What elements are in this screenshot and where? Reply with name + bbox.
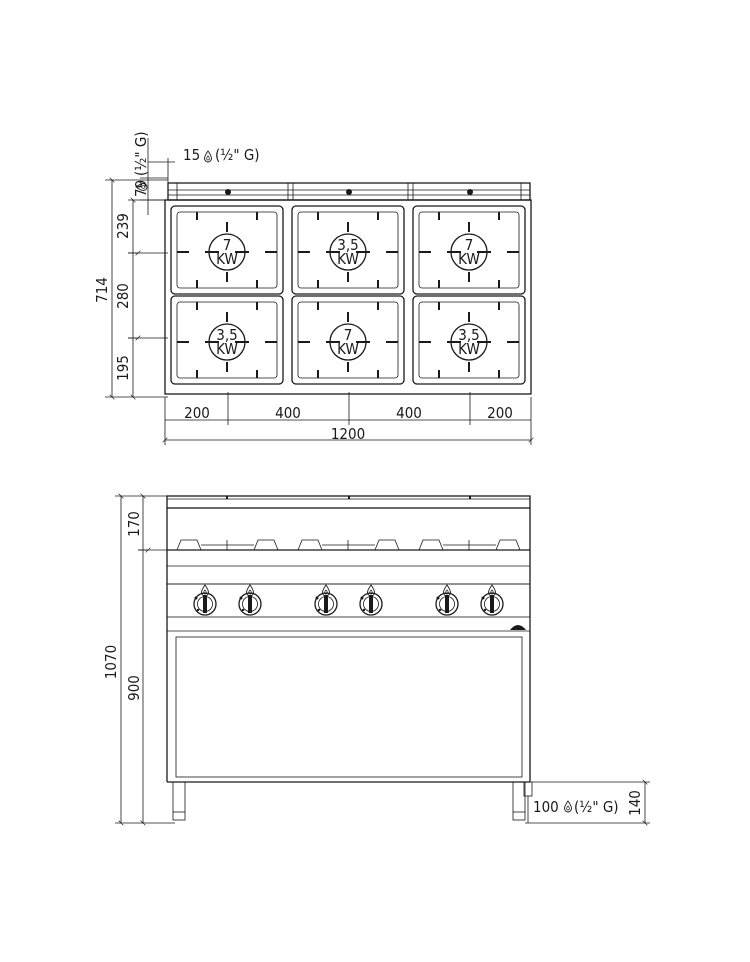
front-grates — [176, 539, 521, 551]
gas-connection-side-thread: (½" G) — [132, 131, 150, 176]
burner-power-unit: KW — [337, 250, 359, 268]
burner-power-value: 7 — [344, 326, 353, 344]
burner-power-unit: KW — [458, 340, 480, 358]
burner — [329, 233, 367, 271]
depth-total: 714 — [93, 277, 111, 303]
front-grate — [297, 539, 400, 551]
leg-right — [512, 781, 526, 821]
burner-power-value: 3,5 — [458, 326, 479, 344]
height-top: 170 — [125, 511, 143, 537]
control-knob[interactable] — [238, 584, 262, 616]
width-dimensions: 200 400 400 200 1200 — [165, 392, 531, 445]
burner-power-value: 3,5 — [337, 236, 358, 254]
grate — [170, 295, 284, 385]
height-base: 900 — [125, 675, 143, 701]
width-seg-2: 400 — [275, 404, 301, 422]
burner-power-value: 7 — [465, 236, 474, 254]
grate — [291, 295, 405, 385]
burner — [329, 323, 367, 361]
depth-dimensions: 714 239 280 195 — [93, 180, 168, 397]
burner — [450, 323, 488, 361]
control-knob[interactable] — [435, 584, 459, 616]
back-rail — [167, 182, 531, 201]
width-seg-1: 200 — [184, 404, 210, 422]
brand-badge — [510, 625, 526, 630]
oven-door — [175, 636, 523, 778]
connection-dimensions: 140 100 (½" G) — [525, 782, 650, 823]
burner-power-value: 7 — [223, 236, 232, 254]
burner-power-unit: KW — [337, 340, 359, 358]
front-grate — [418, 539, 521, 551]
control-knob[interactable] — [359, 584, 383, 616]
grate — [170, 205, 284, 295]
leg-left — [172, 781, 186, 821]
burner-power-unit: KW — [458, 250, 480, 268]
gas-connection-side-value: 79 — [132, 180, 150, 197]
control-knob[interactable] — [314, 584, 338, 616]
gas-connection-top-thread: (½" G) — [215, 146, 260, 164]
burner — [208, 233, 246, 271]
grate — [291, 205, 405, 295]
width-seg-4: 200 — [487, 404, 513, 422]
depth-front: 195 — [114, 355, 132, 381]
burner-power-unit: KW — [216, 340, 238, 358]
hob-outline — [164, 199, 532, 395]
gas-connection-top-value: 15 — [183, 146, 200, 164]
burner-power-value: 3,5 — [216, 326, 237, 344]
grate — [412, 205, 526, 295]
depth-middle: 280 — [114, 283, 132, 309]
control-knob[interactable] — [193, 584, 217, 616]
front-view: 1070 170 900 140 100 (½" G) — [102, 496, 650, 823]
connection-thread: (½" G) — [574, 798, 619, 816]
burner — [450, 233, 488, 271]
connection-height: 140 — [626, 790, 644, 816]
width-total: 1200 — [331, 425, 365, 443]
knob-row — [193, 584, 504, 616]
burner-power-unit: KW — [216, 250, 238, 268]
height-dimensions: 1070 170 900 — [102, 496, 175, 823]
depth-rear: 239 — [114, 213, 132, 239]
height-total: 1070 — [102, 645, 120, 679]
control-knob[interactable] — [480, 584, 504, 616]
gas-connection-top: 15 (½" G) — [148, 146, 260, 200]
connection-offset: 100 — [533, 798, 559, 816]
width-seg-3: 400 — [396, 404, 422, 422]
gas-connection-side: (½" G) 79 — [132, 131, 168, 215]
front-grate — [176, 539, 279, 551]
control-panel — [166, 583, 531, 618]
burner — [208, 323, 246, 361]
grate — [412, 295, 526, 385]
